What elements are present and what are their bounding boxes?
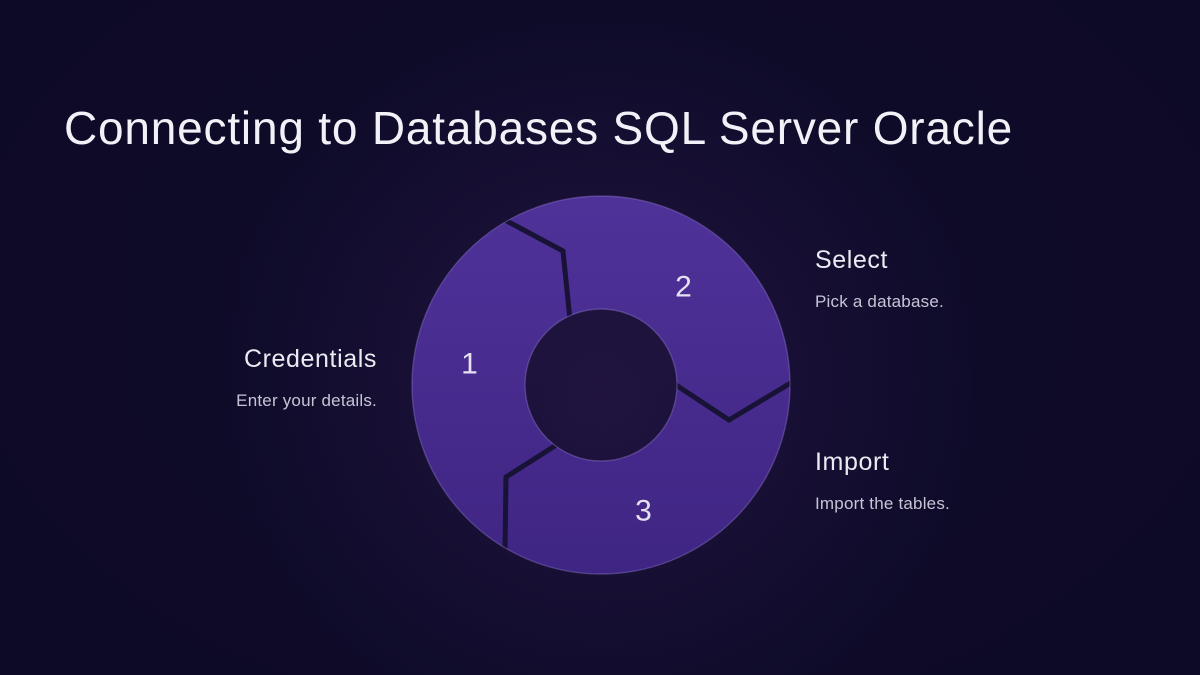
- segment-divider-1-2: [503, 217, 573, 321]
- step-title: Import: [815, 448, 890, 476]
- step-label-select: Select Pick a database.: [815, 246, 944, 312]
- outer-rim-outline: [411, 195, 791, 575]
- inner-rim-outline: [524, 308, 678, 462]
- step-number-1: 1: [461, 348, 479, 381]
- step-title: Credentials: [243, 345, 377, 373]
- page-title: Connecting to Databases SQL Server Oracl…: [64, 102, 1014, 154]
- step-description: Pick a database.: [815, 291, 944, 311]
- step-description: Import the tables.: [815, 493, 950, 513]
- step-number-3: 3: [635, 495, 653, 528]
- step-label-import: Import Import the tables.: [815, 448, 950, 514]
- step-label-credentials: Credentials Enter your details.: [236, 345, 377, 411]
- cycle-diagram: 1 2 3: [411, 195, 791, 575]
- segment-divider-3-1: [502, 439, 563, 551]
- segment-divider-2-3: [671, 378, 790, 423]
- step-description: Enter your details.: [236, 390, 377, 410]
- step-title: Select: [815, 246, 889, 274]
- step-number-2: 2: [675, 271, 693, 304]
- donut-ring: [412, 196, 790, 574]
